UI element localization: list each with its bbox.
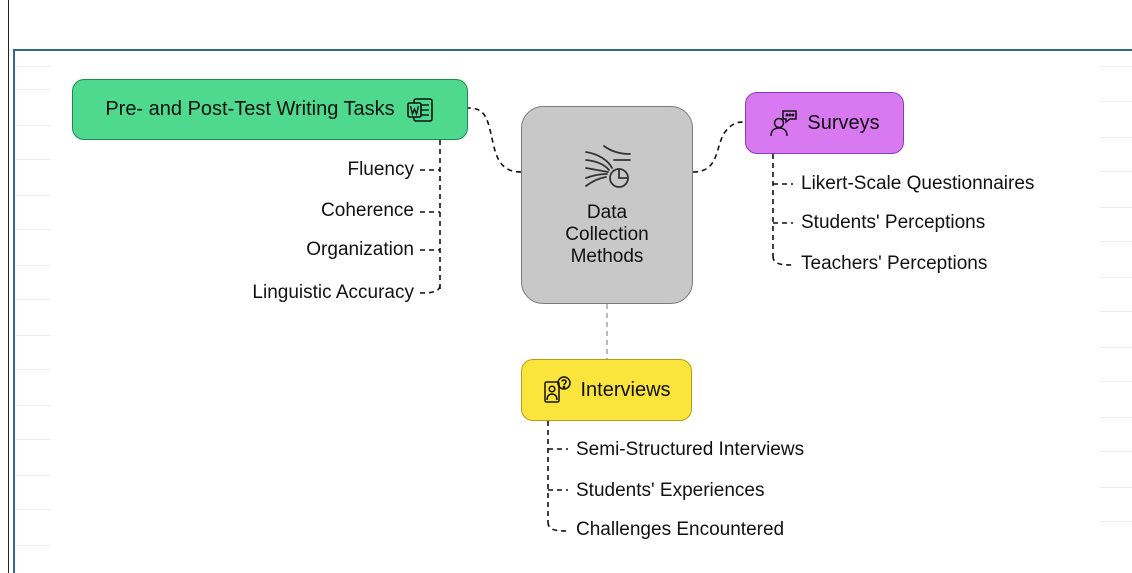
central-topic-node[interactable]: Data Collection Methods: [521, 106, 693, 304]
leaf-students-experiences: Students' Experiences: [576, 480, 765, 501]
leaf-likert-scale-questionnaires: Likert-Scale Questionnaires: [801, 173, 1035, 194]
surveys-node[interactable]: Surveys: [745, 92, 904, 154]
people-speech-bubble-icon: [770, 110, 798, 137]
interviews-label: Interviews: [580, 378, 671, 401]
leaf-organization: Organization: [306, 239, 414, 260]
surveys-label: Surveys: [807, 111, 880, 134]
writing-tasks-node[interactable]: Pre- and Post-Test Writing Tasks: [72, 79, 468, 140]
leaf-challenges-encountered: Challenges Encountered: [576, 519, 785, 540]
leaf-semi-structured-interviews: Semi-Structured Interviews: [576, 439, 805, 460]
data-flow-chart-icon: [585, 145, 631, 188]
word-document-icon: [406, 97, 433, 122]
writing-tasks-label: Pre- and Post-Test Writing Tasks: [105, 98, 395, 120]
left-margin-rule: [8, 0, 9, 573]
central-topic-title: Data Collection Methods: [565, 202, 649, 267]
leaf-fluency: Fluency: [347, 159, 414, 180]
leaf-students-perceptions: Students' Perceptions: [801, 212, 986, 233]
leaf-teachers-perceptions: Teachers' Perceptions: [801, 253, 988, 274]
leaf-linguistic-accuracy: Linguistic Accuracy: [252, 282, 414, 303]
leaf-coherence: Coherence: [321, 200, 414, 221]
interview-question-icon: [544, 376, 572, 403]
interviews-node[interactable]: Interviews: [521, 359, 692, 421]
